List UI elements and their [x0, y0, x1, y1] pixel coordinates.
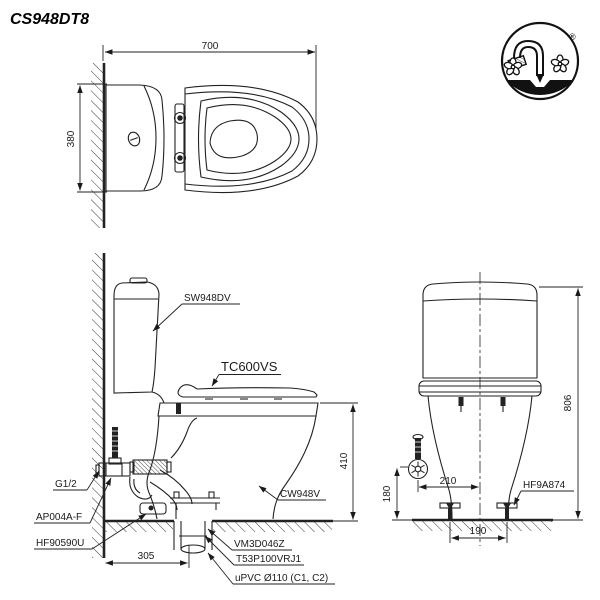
- angle-valve-assembly: [95, 417, 198, 500]
- flush-button: [127, 131, 141, 147]
- fixing-bolt-plate: [139, 502, 167, 515]
- dim-305-label: 305: [138, 551, 155, 562]
- dim-190: [449, 522, 508, 543]
- dim-180: [394, 466, 408, 519]
- outlet-socket-and-drain: [170, 491, 220, 554]
- cistern-tank: [113, 277, 165, 404]
- dim-180-label: 180: [382, 485, 393, 502]
- seat-part-label: TC600VS: [221, 359, 278, 374]
- dim-700: [102, 45, 317, 130]
- seat-lid: [177, 384, 318, 400]
- bowl-part-label: CW948V: [280, 489, 320, 500]
- registered-mark: ®: [569, 32, 576, 42]
- supply-thread-label: G1/2: [55, 479, 77, 490]
- model-number-title: CS948DT8: [10, 11, 89, 28]
- dim-806-label: 806: [563, 394, 574, 411]
- dim-806: [539, 286, 583, 519]
- tank-part-label: SW948DV: [184, 293, 231, 304]
- outlet-socket-label: VM3D046Z: [234, 539, 285, 550]
- wall-hatching: [92, 253, 104, 558]
- floor-fixing-bolts: [439, 502, 518, 519]
- dim-305: [105, 545, 190, 568]
- dim-380-label: 380: [66, 130, 77, 147]
- top-view: [77, 45, 318, 228]
- floor-hatching: [105, 522, 173, 532]
- dim-210-label: 210: [440, 476, 457, 487]
- rear-fixing-bolt-label: HF9A874: [523, 480, 566, 491]
- dim-410-label: 410: [339, 452, 350, 469]
- bowl-body: [146, 402, 319, 520]
- dim-190-label: 190: [470, 526, 487, 537]
- hinge-bolts: [458, 397, 506, 412]
- water-supply-valve-icon: [407, 433, 429, 480]
- flower-icon: [503, 54, 570, 76]
- leader-lines: [34, 303, 335, 585]
- dim-380: [77, 83, 107, 193]
- dim-210: [417, 480, 479, 492]
- fixing-bolt-label: HF90590U: [36, 538, 84, 549]
- floor-hatching: [413, 521, 552, 531]
- drain-pipe-label: uPVC Ø110 (C1, C2): [235, 573, 328, 584]
- dim-410: [320, 402, 358, 520]
- rear-view: [392, 272, 583, 546]
- floor-hatching: [213, 522, 332, 532]
- wall-hatching: [91, 63, 103, 228]
- side-view: [34, 253, 358, 585]
- angle-valve-label: AP004A-F: [36, 512, 82, 523]
- water-saving-logo-icon: ®: [500, 21, 580, 101]
- dim-700-label: 700: [202, 41, 219, 52]
- leader-lines: [513, 490, 574, 506]
- connector-label: T53P100VRJ1: [236, 554, 301, 565]
